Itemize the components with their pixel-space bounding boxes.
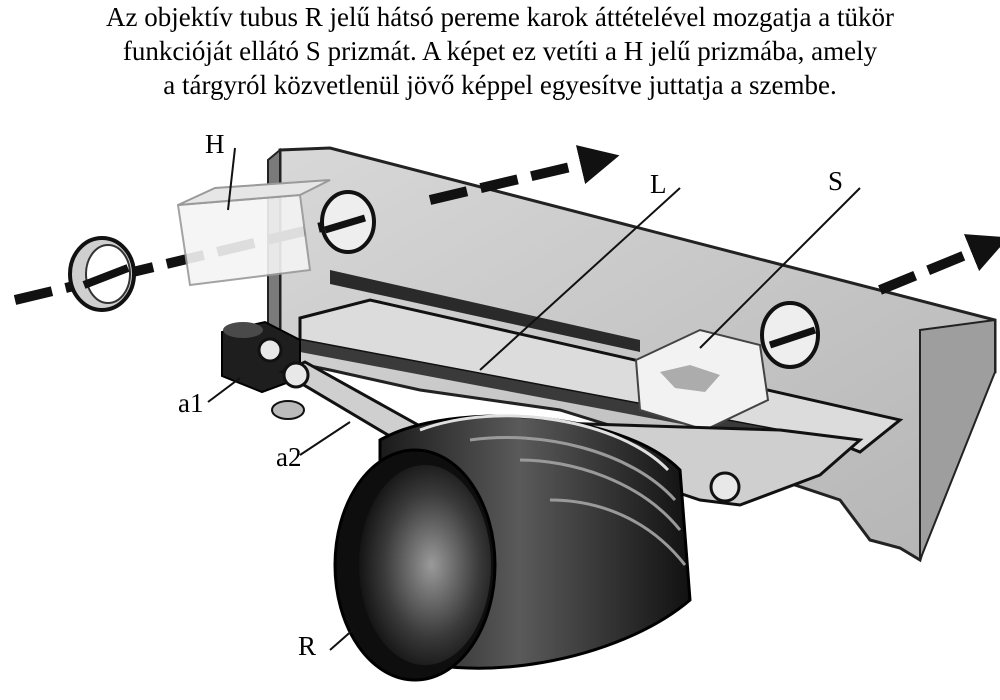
arm-a1 [221, 320, 301, 394]
objective-tube-R [333, 414, 692, 682]
label-a2: a2 [276, 442, 301, 472]
prism-H [176, 179, 331, 287]
plate-window-right [760, 301, 820, 369]
label-R: R [298, 631, 316, 661]
caption-line-2: funkcióját ellátó S prizmát. A képet ez … [122, 36, 878, 66]
plate-window-left [320, 190, 376, 254]
caption: Az objektív tubus R jelű hátsó pereme ka… [0, 0, 1000, 102]
label-L: L [650, 169, 667, 199]
label-H: H [205, 129, 225, 159]
label-S: S [828, 166, 843, 196]
leader-lines [207, 147, 861, 651]
label-a1: a1 [178, 388, 203, 418]
eyepiece-lens [68, 236, 136, 312]
caption-line-1: Az objektív tubus R jelű hátsó pereme ka… [106, 2, 894, 32]
prism-S [634, 328, 770, 432]
caption-line-3: a tárgyról közvetlenül jövő képpel egyes… [163, 70, 837, 100]
